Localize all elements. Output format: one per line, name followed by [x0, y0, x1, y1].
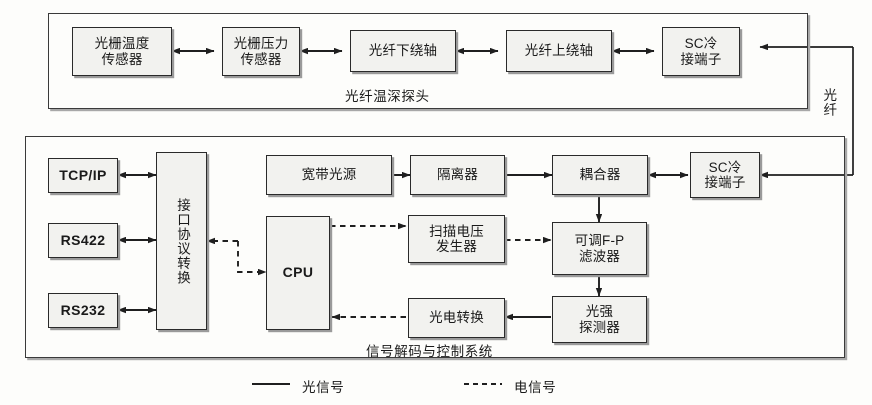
control-group-caption: 信号解码与控制系统	[366, 344, 493, 359]
node-rs422[interactable]: RS422	[48, 223, 118, 258]
probe-group-frame	[48, 13, 808, 109]
node-cpu[interactable]: CPU	[266, 216, 330, 330]
node-scan-voltage-generator[interactable]: 扫描电压 发生器	[408, 215, 505, 263]
legend-optical-label: 光信号	[302, 380, 345, 395]
node-broadband-light-source[interactable]: 宽带光源	[266, 155, 392, 195]
node-coupler[interactable]: 耦合器	[552, 155, 648, 195]
link-converter-cpu-step	[237, 241, 267, 276]
node-intensity-detector[interactable]: 光强 探测器	[552, 296, 647, 343]
node-tcpip[interactable]: TCP/IP	[48, 158, 118, 193]
node-sc-cold-terminal-probe[interactable]: SC冷 接端子	[662, 27, 740, 76]
node-photoelectric-converter[interactable]: 光电转换	[408, 298, 505, 338]
node-fiber-up-spool[interactable]: 光纤上绕轴	[506, 30, 612, 72]
probe-group-caption: 光纤温深探头	[345, 89, 430, 104]
node-grating-pressure-sensor[interactable]: 光栅压力 传感器	[222, 27, 300, 76]
node-tunable-fp-filter[interactable]: 可调F-P 滤波器	[552, 222, 647, 275]
control-group-frame	[25, 136, 845, 358]
node-isolator[interactable]: 隔离器	[410, 155, 505, 195]
node-protocol-converter[interactable]: 接口协议转换	[156, 152, 207, 330]
node-grating-temp-sensor[interactable]: 光栅温度 传感器	[72, 27, 172, 76]
node-rs232[interactable]: RS232	[48, 293, 118, 328]
fiber-link-label: 光纤	[821, 88, 837, 117]
node-fiber-down-spool[interactable]: 光纤下绕轴	[350, 30, 456, 72]
legend-electrical-label: 电信号	[514, 380, 557, 395]
node-sc-cold-terminal-unit[interactable]: SC冷 接端子	[690, 152, 760, 198]
